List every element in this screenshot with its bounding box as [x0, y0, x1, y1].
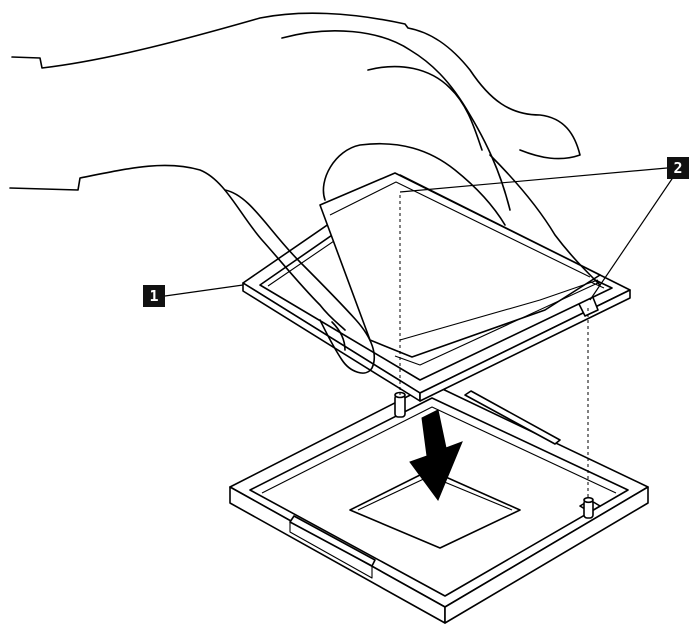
callout-1: 1 [143, 285, 165, 307]
callout-1-label: 1 [149, 287, 158, 305]
alignment-guides [399, 195, 589, 500]
callout-2: 2 [667, 157, 689, 179]
callout-leaders [164, 167, 677, 301]
callout-1-box [143, 285, 165, 307]
callout-2-box [667, 157, 689, 179]
callout-2-label: 2 [673, 159, 682, 177]
down-arrow-icon [409, 409, 463, 502]
hand-illustration [9, 12, 601, 374]
cpu-processor [242, 172, 631, 402]
